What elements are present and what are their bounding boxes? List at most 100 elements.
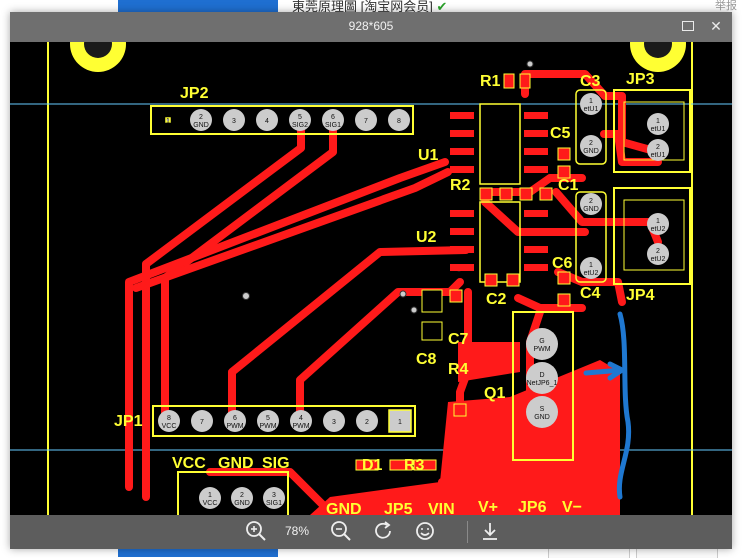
maximize-button[interactable] [679, 17, 697, 35]
label-u1: U1 [418, 147, 439, 164]
background-banner [118, 0, 278, 12]
pad-net: SIG1 [266, 500, 282, 507]
close-button[interactable]: ✕ [707, 17, 725, 35]
verified-icon: ✔ [436, 0, 448, 14]
pad-number: 4 [299, 415, 303, 422]
pad-number: G [539, 338, 544, 345]
pad-net: etU2 [651, 256, 666, 263]
pad-net: SIG2 [292, 122, 308, 129]
copper-pour-top [458, 342, 520, 382]
jp2-pad: 4 [256, 109, 278, 131]
label-jp5: JP5 [384, 501, 413, 515]
background-page-title: 東莞原理圖 [淘宝网会员] ✔ [292, 0, 447, 15]
pad-number: 2 [199, 114, 203, 121]
pad-number: 5 [266, 415, 270, 422]
jp4-outline [613, 187, 691, 285]
label-u2: U2 [416, 229, 437, 246]
jp1-pad: 7 [191, 410, 213, 432]
background-member-text: [淘宝网会员] [360, 0, 433, 14]
label-c4: C4 [580, 285, 601, 302]
label-c7: C7 [448, 331, 469, 348]
label-d1: D1 [362, 457, 383, 474]
zoom-in-icon[interactable] [243, 518, 269, 544]
c4-outline [575, 191, 607, 283]
pad-net: etU2 [651, 226, 666, 233]
viewer-titlebar[interactable]: 928*605 ✕ [10, 12, 732, 42]
label-r2: R2 [450, 177, 471, 194]
label-c1: C1 [558, 177, 579, 194]
download-icon[interactable] [477, 518, 503, 544]
pad-number: 1 [398, 419, 402, 426]
pad-number: 1 [656, 118, 660, 125]
label-vplus: V+ [478, 499, 498, 515]
background-report-link[interactable]: 举报 [715, 0, 737, 12]
label-c5: C5 [550, 125, 571, 142]
pad-number: 5 [298, 114, 302, 121]
jp2-outline [150, 105, 414, 135]
pad-number: 1 [589, 262, 593, 269]
label-vcc: VCC [172, 455, 206, 472]
jp1-pad: 3 [323, 410, 345, 432]
pad-net: etU2 [584, 270, 599, 277]
pad-number: 6 [233, 415, 237, 422]
label-jp1: JP1 [114, 413, 143, 430]
pad-net: PWM [226, 423, 243, 430]
zoom-out-icon[interactable] [328, 518, 354, 544]
pad-net: VCC [162, 423, 177, 430]
pad-number: 2 [656, 248, 660, 255]
pad-number: 1 [589, 98, 593, 105]
label-c8: C8 [416, 351, 437, 368]
pad-number: 2 [589, 198, 593, 205]
label-sig: SIG [262, 455, 290, 472]
pad-number: 4 [265, 118, 269, 125]
label-gnd-bottom: GND [326, 501, 362, 515]
smd-pads [355, 73, 571, 471]
label-jp4: JP4 [626, 287, 655, 304]
jp2-pad: 1 [165, 117, 171, 125]
pad-number: 2 [656, 144, 660, 151]
pad-number: 8 [167, 415, 171, 422]
u2-chip [450, 201, 548, 283]
image-viewer-window: 928*605 ✕ [10, 12, 732, 549]
label-gnd: GND [218, 455, 254, 472]
annotation-arrow [583, 361, 625, 381]
pad-net: GND [234, 500, 250, 507]
label-c2: C2 [486, 291, 507, 308]
rotate-icon[interactable] [370, 518, 396, 544]
u1-chip [450, 103, 548, 185]
pad-net: etU1 [584, 106, 599, 113]
label-q1: Q1 [484, 385, 505, 402]
jp4-inner [623, 199, 685, 271]
pad-number: 2 [589, 140, 593, 147]
label-vminus: V− [562, 499, 582, 515]
pad-net: VCC [203, 500, 218, 507]
mounting-hole-left [70, 42, 126, 72]
face-icon[interactable] [412, 518, 438, 544]
pad-number: 6 [331, 114, 335, 121]
mounting-hole-right [630, 42, 686, 72]
pad-net: PWM [259, 423, 276, 430]
pad-net: PWM [292, 423, 309, 430]
